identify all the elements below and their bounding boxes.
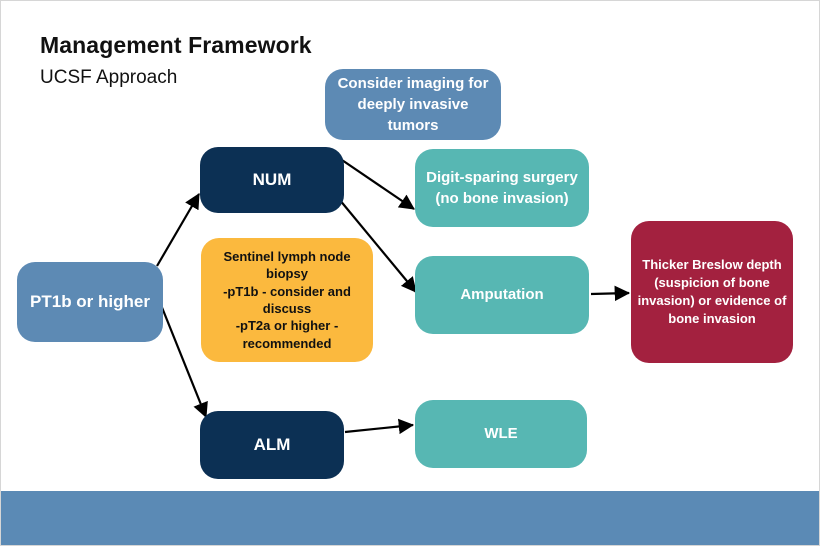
num-label: NUM bbox=[252, 170, 292, 190]
alm-label: ALM bbox=[253, 435, 291, 455]
digit-sparing-label: Digit-sparing surgery (no bone invasion) bbox=[426, 169, 578, 207]
wle-label: WLE bbox=[484, 424, 518, 442]
digit-sparing-surgery-node: Digit-sparing surgery (no bone invasion) bbox=[415, 149, 589, 227]
breslow-depth-node: Thicker Breslow depth (suspicion of bone… bbox=[631, 221, 793, 363]
arrow-pt1b-to-alm bbox=[157, 299, 208, 419]
breslow-label: Thicker Breslow depth (suspicion of bone… bbox=[637, 257, 787, 326]
slnb-line-1: Sentinel lymph node biopsy bbox=[223, 249, 351, 282]
pt1b-label: PT1b or higher bbox=[30, 292, 150, 312]
arrow-alm-to-wle bbox=[344, 418, 415, 435]
arrow-num-to-amputation bbox=[338, 198, 417, 293]
sentinel-lymph-node-biopsy-node: Sentinel lymph node biopsy -pT1b - consi… bbox=[201, 238, 373, 362]
page-subtitle: UCSF Approach bbox=[40, 67, 178, 88]
slnb-line-2: -pT1b - consider and discuss bbox=[223, 283, 351, 316]
footer-band bbox=[1, 491, 819, 545]
slnb-line-3: -pT2a or higher - recommended bbox=[235, 318, 339, 351]
num-node: NUM bbox=[200, 147, 344, 213]
amputation-label: Amputation bbox=[460, 285, 544, 303]
alm-node: ALM bbox=[200, 411, 344, 479]
arrow-amputation-to-breslow bbox=[590, 285, 631, 302]
imaging-label: Consider imaging for deeply invasive tum… bbox=[337, 75, 489, 134]
arrow-num-to-digit-sparing bbox=[338, 157, 415, 210]
page-title: Management Framework bbox=[40, 32, 312, 58]
wle-node: WLE bbox=[415, 400, 587, 468]
imaging-node: Consider imaging for deeply invasive tum… bbox=[325, 69, 501, 140]
amputation-node: Amputation bbox=[415, 256, 589, 334]
pt1b-node: PT1b or higher bbox=[17, 262, 163, 342]
arrow-pt1b-to-num bbox=[156, 193, 200, 267]
